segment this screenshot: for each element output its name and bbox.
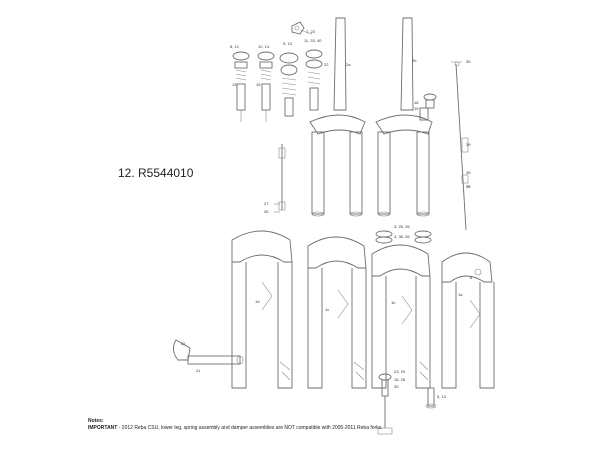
callout-label: 32 (181, 341, 186, 346)
cap-assembly-2 (257, 51, 275, 122)
cap-assembly-1 (232, 51, 250, 122)
callout-label: 1c (325, 307, 329, 312)
cap-assembly-4 (305, 49, 323, 111)
callout-label: 9, 13 (283, 41, 293, 46)
notes-heading: Notes: (88, 418, 104, 424)
notes-block: Notes: IMPORTANT - 2012 Reba CSU, lower … (88, 418, 588, 432)
lockout-knob-assembly (419, 93, 437, 121)
callout-label: 18 (414, 100, 419, 105)
top-adjuster-knob (291, 21, 305, 35)
thru-axle (173, 339, 244, 365)
callout-label: 10, 14 (258, 44, 270, 49)
callout-label: 1a (458, 292, 463, 297)
callout-label: 27 (264, 201, 269, 206)
callout-label: 2a (346, 62, 351, 67)
damper-rod-left (278, 144, 286, 211)
damper-rod-right (454, 61, 469, 231)
important-text: - 2012 Reba CSU, lower leg, spring assem… (117, 425, 383, 431)
callout-label: 6 (470, 275, 473, 280)
callout-label: 26 (264, 209, 269, 214)
callout-label: 39 (466, 142, 471, 147)
callout-label: 35 (466, 170, 471, 175)
callout-label: 13 (232, 82, 237, 87)
seal-stack (375, 230, 432, 244)
lower-leg-1d (231, 230, 293, 389)
callout-label: 5, 13 (437, 394, 447, 399)
leader-lines (274, 29, 470, 213)
callout-label: 23, 29 (394, 369, 406, 374)
crown-steerer-assembly-2b (375, 17, 433, 217)
callout-label: 3, 25, 26 (394, 224, 410, 229)
callout-label: 35 (466, 59, 471, 64)
small-bolt-assembly (425, 387, 437, 409)
callout-label: 3, 36, 26 (394, 234, 410, 239)
cap-assembly-3 (279, 52, 299, 117)
callout-label: 30 (394, 384, 399, 389)
callout-label: 1d (255, 299, 259, 304)
callout-label: 16, 26 (394, 377, 406, 382)
callout-label: 15 (256, 82, 261, 87)
callout-label: 2b (412, 58, 417, 63)
callout-label: 1b (391, 300, 396, 305)
callout-label: 21 (196, 368, 201, 373)
callout-label: 38 (466, 184, 471, 189)
callout-label: 22 (324, 62, 329, 67)
crown-steerer-assembly-2a (309, 17, 366, 217)
callout-label: 11, 33, 40 (304, 38, 322, 43)
important-label: IMPORTANT (88, 425, 118, 431)
callout-label: 8, 12 (230, 44, 240, 49)
callout-labels: 8, 12 10, 14 9, 13 11, 33, 40 7, 23 13 1… (181, 29, 473, 399)
callout-label: 19 (414, 106, 419, 111)
part-number-label: 12. R5544010 (118, 166, 194, 180)
callout-label: 7, 23 (306, 29, 316, 34)
lower-leg-1c (307, 236, 367, 389)
bottom-shaft-assembly (377, 373, 393, 435)
lower-leg-1b (371, 244, 431, 389)
lower-leg-1a (441, 252, 495, 389)
